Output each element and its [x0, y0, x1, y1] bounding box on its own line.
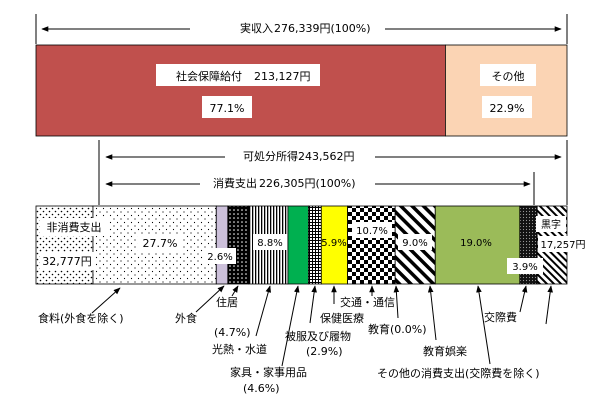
benefits-amount: 213,127円 — [254, 70, 311, 83]
callout-transport: 交通・通信 — [340, 295, 395, 309]
income-label-box-benefits — [156, 64, 320, 86]
surplus-amount-box — [538, 236, 588, 252]
recreation-share: 9.0% — [402, 238, 427, 249]
other-income-label: その他 — [492, 70, 525, 83]
non-consumption-label: 非消費支出 — [47, 220, 102, 234]
callout-housing-share: (4.7%) — [214, 326, 251, 339]
transport-share-box — [352, 222, 392, 238]
callout-education: 教育(0.0%) — [368, 322, 427, 336]
transport-share: 10.7% — [356, 226, 388, 237]
food-share: 27.7% — [143, 237, 178, 250]
callout-social: 交際費 — [484, 310, 517, 324]
callout-housing: 住居 — [216, 295, 238, 309]
benefits-share-box — [202, 96, 252, 118]
callout-utilities: 光熱・水道 — [212, 342, 267, 356]
expense-segment-clothing — [307, 205, 322, 285]
eating-out-share-box — [204, 248, 236, 264]
income-total: 276,339円(100%) — [274, 22, 371, 35]
recreation-share-box — [398, 234, 432, 250]
expense-segment-housing — [227, 205, 250, 285]
surplus-label-box — [536, 216, 566, 232]
callout-other: その他の消費支出(交際費を除く) — [377, 366, 540, 380]
expense-segment-transport — [347, 205, 396, 285]
callout-eating-out: 外食 — [175, 311, 197, 325]
income-title: 実収入 — [240, 21, 273, 35]
disposable-value: 243,562円 — [298, 150, 355, 163]
callout-clothing-share: (2.9%) — [306, 345, 343, 358]
surplus-label: 黒字 — [541, 218, 561, 231]
other-income-share: 22.9% — [490, 102, 525, 115]
other-income-label-box — [480, 64, 536, 86]
expense-segment-household-goods — [287, 205, 309, 285]
non-consumption-amount-box — [40, 252, 94, 270]
non-consumption-label-box — [40, 218, 108, 236]
callout-household-goods: 家具・家事用品 — [230, 365, 307, 379]
income-segment-0 — [35, 44, 446, 137]
spending-value: 226,305円(100%) — [259, 177, 356, 190]
other-income-share-box — [482, 96, 532, 118]
expense-segment-eating-out — [215, 205, 229, 285]
surplus-amount: 17,257円 — [541, 240, 586, 251]
callout-food: 食料(外食を除く) — [38, 311, 124, 325]
expense-segment-non-consumption — [35, 205, 94, 285]
social-share: 3.9% — [512, 262, 537, 273]
expense-segment-other — [434, 205, 521, 285]
utilities-share-box — [253, 234, 287, 250]
callout-recreation: 教育娯楽 — [423, 344, 467, 358]
disposable-title: 可処分所得 — [243, 150, 298, 163]
callout-clothing: 被服及び履物 — [285, 329, 351, 343]
medical-share: 5.9% — [321, 238, 346, 249]
other-share: 19.0% — [460, 238, 492, 249]
eating-out-share: 2.6% — [207, 252, 232, 263]
non-consumption-amount: 32,777円 — [42, 255, 92, 268]
benefits-label: 社会保障給付 — [176, 69, 242, 83]
leader-lines — [91, 285, 553, 367]
benefits-share: 77.1% — [210, 102, 245, 115]
spending-title: 消費支出 — [213, 176, 257, 190]
income-segment-1 — [445, 44, 568, 137]
social-share-box — [507, 258, 543, 274]
food-share-box — [138, 234, 182, 252]
utilities-share: 8.8% — [257, 238, 282, 249]
callout-medical: 保健医療 — [320, 311, 364, 325]
income-bar — [35, 44, 568, 137]
callout-household-goods-share: (4.6%) — [243, 382, 280, 395]
